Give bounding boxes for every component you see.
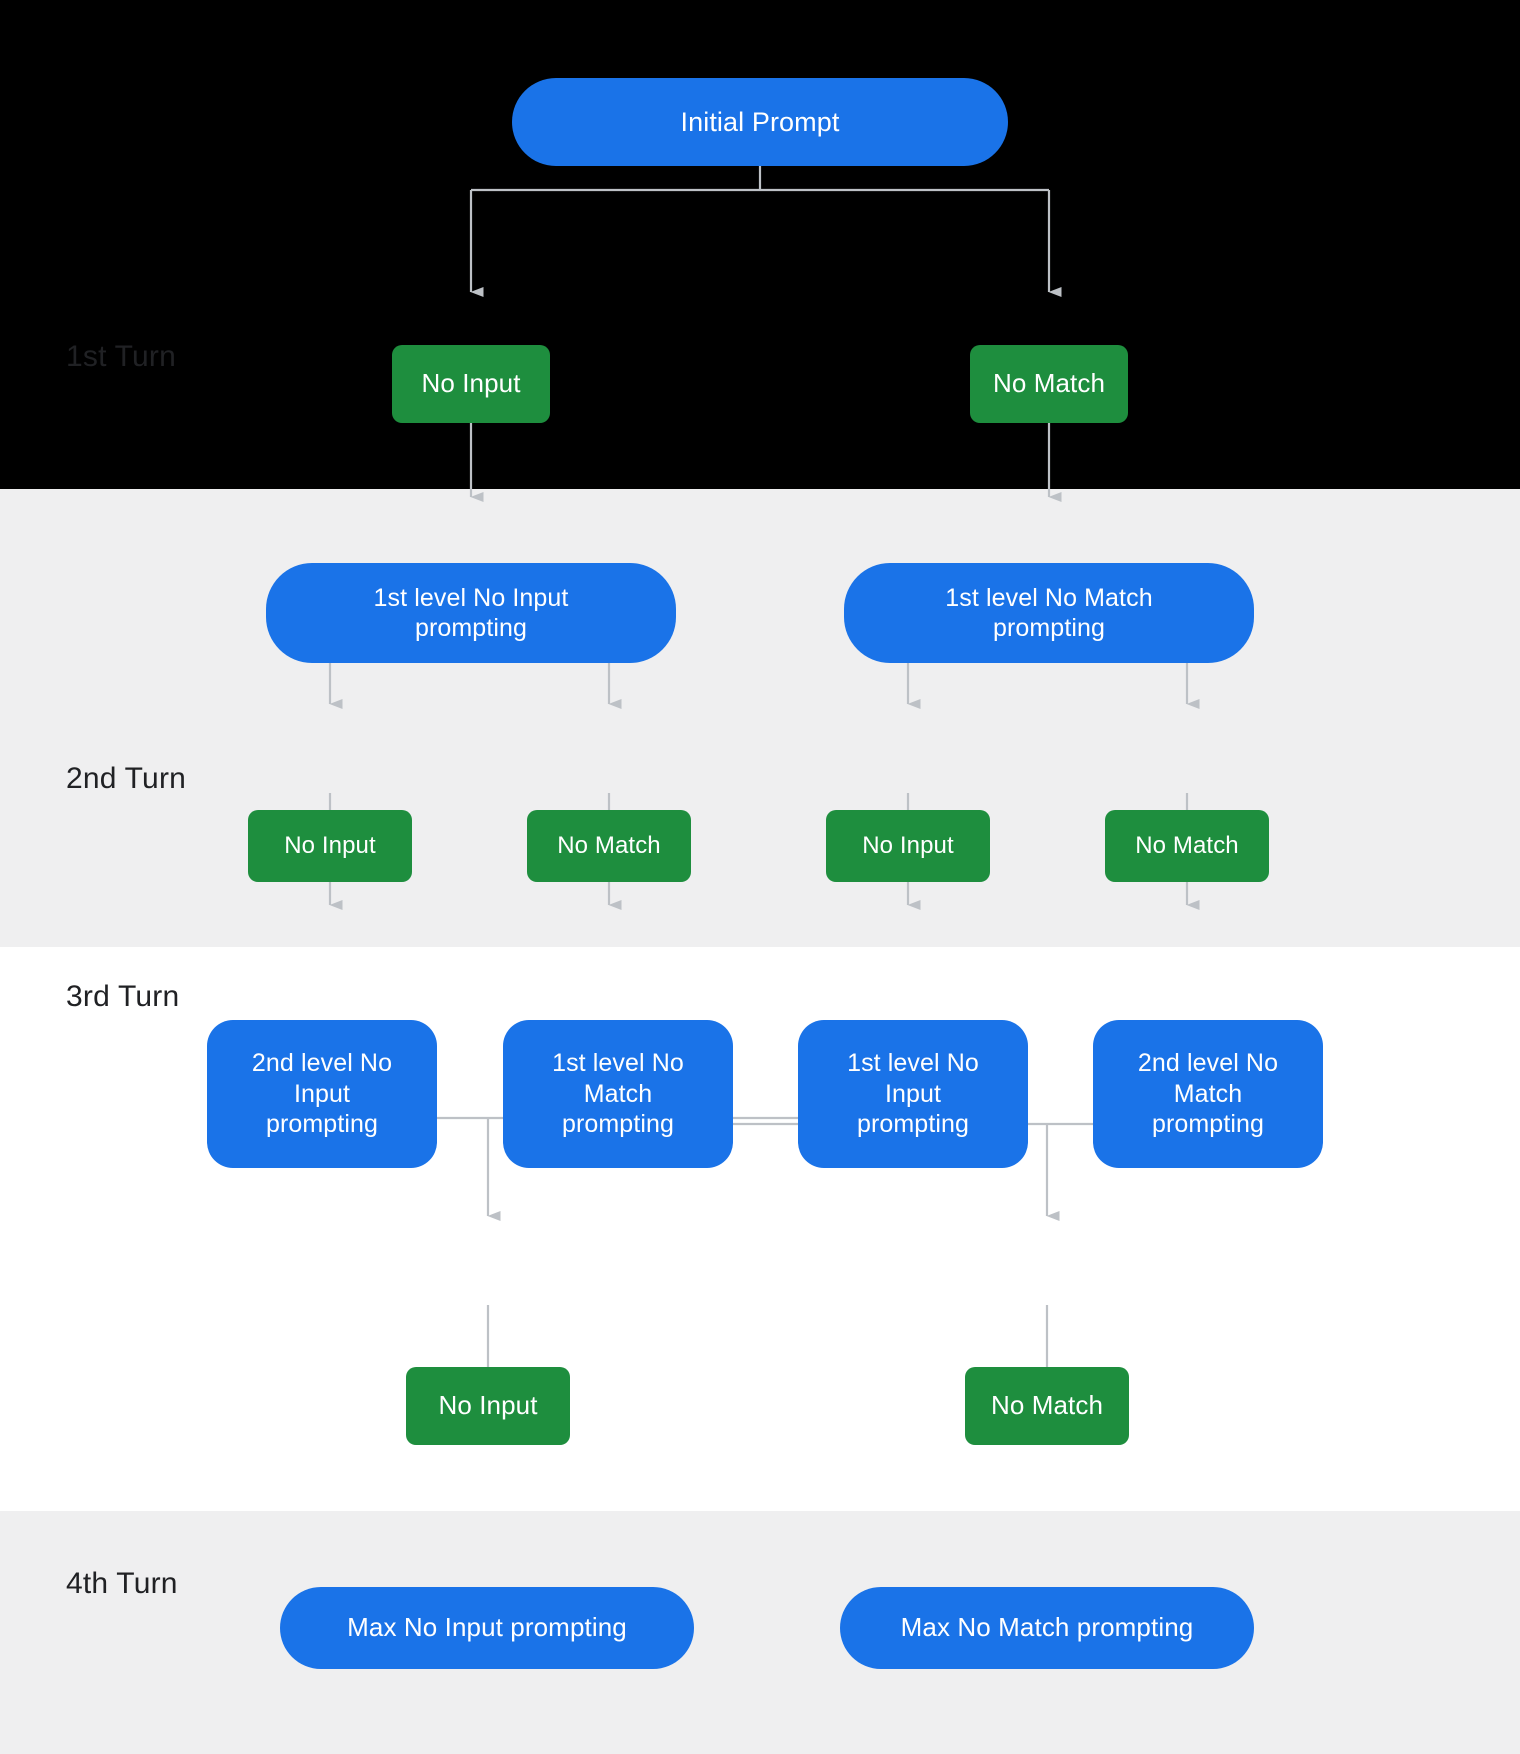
node-turn3-second-level-no-input-prompting[interactable]: 2nd level No Input prompting bbox=[207, 1020, 437, 1168]
node-turn4-max-no-match-prompting[interactable]: Max No Match prompting bbox=[840, 1587, 1254, 1669]
node-turn1-no-input[interactable]: No Input bbox=[392, 345, 550, 423]
turn-label-4th: 4th Turn bbox=[66, 1567, 178, 1600]
node-turn2-no-input-left[interactable]: No Input bbox=[248, 810, 412, 882]
node-turn2-no-match-right[interactable]: No Match bbox=[1105, 810, 1269, 882]
node-turn3-no-input[interactable]: No Input bbox=[406, 1367, 570, 1445]
node-turn2-first-level-no-match-prompting[interactable]: 1st level No Match prompting bbox=[844, 563, 1254, 663]
band-turn-4 bbox=[0, 1511, 1520, 1754]
node-turn3-first-level-no-input-prompting[interactable]: 1st level No Input prompting bbox=[798, 1020, 1028, 1168]
node-turn3-second-level-no-match-prompting[interactable]: 2nd level No Match prompting bbox=[1093, 1020, 1323, 1168]
turn-label-2nd: 2nd Turn bbox=[66, 762, 187, 795]
node-turn3-first-level-no-match-prompting[interactable]: 1st level No Match prompting bbox=[503, 1020, 733, 1168]
node-turn4-max-no-input-prompting[interactable]: Max No Input prompting bbox=[280, 1587, 694, 1669]
band-turn-2 bbox=[0, 489, 1520, 947]
node-turn1-no-match[interactable]: No Match bbox=[970, 345, 1128, 423]
node-turn3-no-match[interactable]: No Match bbox=[965, 1367, 1129, 1445]
node-turn2-no-input-right[interactable]: No Input bbox=[826, 810, 990, 882]
turn-label-1st: 1st Turn bbox=[66, 340, 176, 373]
node-turn2-first-level-no-input-prompting[interactable]: 1st level No Input prompting bbox=[266, 563, 676, 663]
band-turn-1 bbox=[0, 0, 1520, 489]
node-initial-prompt[interactable]: Initial Prompt bbox=[512, 78, 1008, 166]
node-turn2-no-match-left[interactable]: No Match bbox=[527, 810, 691, 882]
turn-label-3rd: 3rd Turn bbox=[66, 980, 180, 1013]
